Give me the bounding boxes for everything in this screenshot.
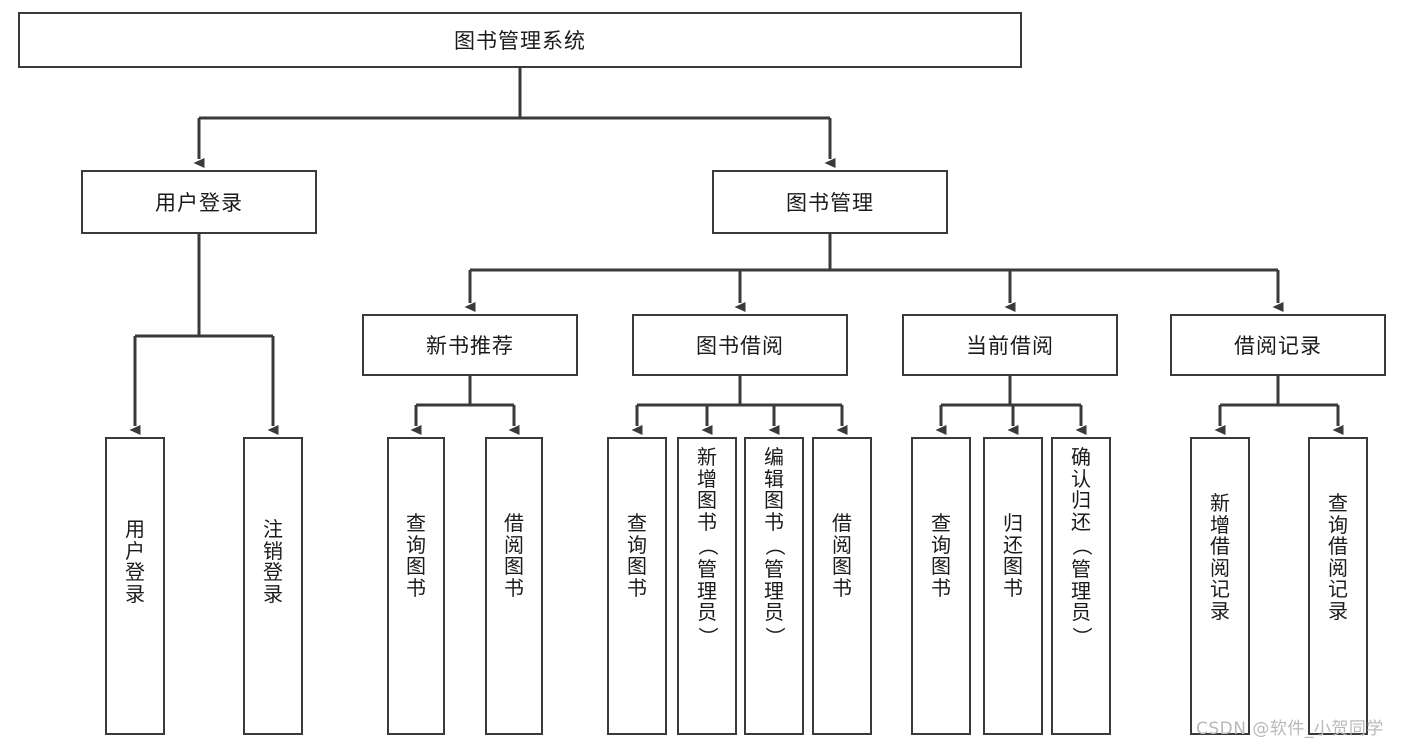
node-label-user-login: 用户登录 [155, 191, 243, 215]
node-label-leaf-confirm-return: 确认归还（管理员） [1069, 445, 1094, 647]
node-label-root: 图书管理系统 [454, 29, 586, 53]
node-leaf-borrow-book-1[interactable]: 借阅图书 [485, 437, 543, 735]
node-label-leaf-edit-book: 编辑图书（管理员） [762, 445, 787, 647]
node-label-leaf-query-record: 查询借阅记录 [1328, 491, 1348, 623]
node-label-leaf-query-book-2: 查询图书 [627, 511, 647, 600]
edges-group [129, 68, 1344, 435]
node-leaf-query-book-2[interactable]: 查询图书 [607, 437, 667, 735]
node-label-leaf-return-book: 归还图书 [1003, 511, 1023, 600]
node-leaf-confirm-return[interactable]: 确认归还（管理员） [1051, 437, 1111, 735]
node-label-borrow-record: 借阅记录 [1234, 334, 1322, 358]
node-label-leaf-borrow-book-2: 借阅图书 [832, 511, 852, 600]
node-label-leaf-add-book: 新增图书（管理员） [695, 445, 720, 647]
node-borrow-record[interactable]: 借阅记录 [1170, 314, 1386, 376]
node-label-leaf-add-record: 新增借阅记录 [1210, 491, 1230, 623]
node-book-borrow[interactable]: 图书借阅 [632, 314, 848, 376]
node-new-book-rec[interactable]: 新书推荐 [362, 314, 578, 376]
node-label-book-manage: 图书管理 [786, 191, 874, 215]
node-root[interactable]: 图书管理系统 [18, 12, 1022, 68]
node-label-book-borrow: 图书借阅 [696, 334, 784, 358]
node-leaf-edit-book[interactable]: 编辑图书（管理员） [744, 437, 804, 735]
node-leaf-query-record[interactable]: 查询借阅记录 [1308, 437, 1368, 735]
node-label-leaf-query-book-3: 查询图书 [931, 511, 951, 600]
node-label-leaf-user-logout: 注销登录 [263, 517, 283, 606]
node-current-borrow[interactable]: 当前借阅 [902, 314, 1118, 376]
node-label-current-borrow: 当前借阅 [966, 334, 1054, 358]
node-leaf-return-book[interactable]: 归还图书 [983, 437, 1043, 735]
node-user-login[interactable]: 用户登录 [81, 170, 317, 234]
node-leaf-query-book-3[interactable]: 查询图书 [911, 437, 971, 735]
node-label-leaf-borrow-book-1: 借阅图书 [504, 511, 524, 600]
node-book-manage[interactable]: 图书管理 [712, 170, 948, 234]
node-leaf-add-record[interactable]: 新增借阅记录 [1190, 437, 1250, 735]
node-label-new-book-rec: 新书推荐 [426, 334, 514, 358]
node-leaf-user-logout[interactable]: 注销登录 [243, 437, 303, 735]
node-label-leaf-user-login: 用户登录 [125, 517, 145, 606]
node-label-leaf-query-book-1: 查询图书 [406, 511, 426, 600]
node-leaf-query-book-1[interactable]: 查询图书 [387, 437, 445, 735]
node-leaf-add-book[interactable]: 新增图书（管理员） [677, 437, 737, 735]
node-leaf-user-login[interactable]: 用户登录 [105, 437, 165, 735]
node-leaf-borrow-book-2[interactable]: 借阅图书 [812, 437, 872, 735]
